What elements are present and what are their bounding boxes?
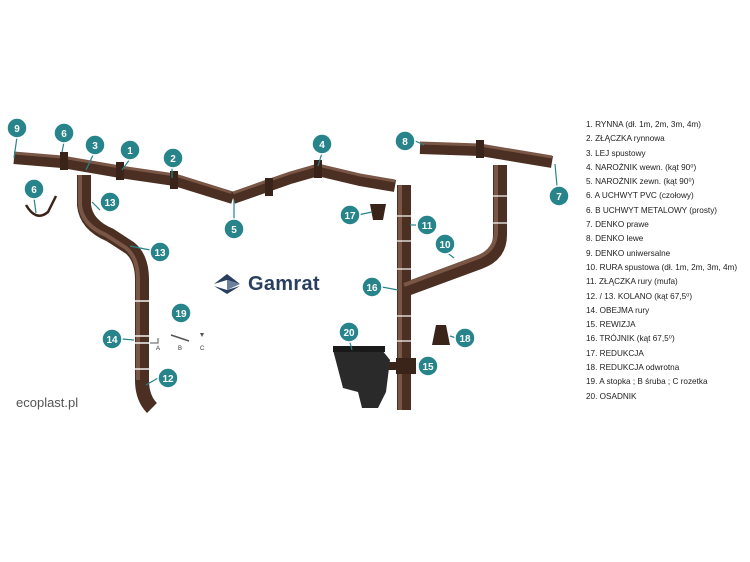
downpipe-center	[397, 185, 411, 410]
brand-name: Gamrat	[248, 272, 320, 295]
legend-item: 6. B UCHWYT METALOWY (prosty)	[586, 205, 718, 215]
callout-12-label: 12	[162, 374, 174, 385]
legend-item: 1. RYNNA (dł. 1m, 2m, 3m, 4m)	[586, 120, 701, 129]
legend-item: 12. / 13. KOLANO (kąt 67,5⁰)	[586, 291, 693, 301]
callout-11: 11	[416, 214, 438, 236]
callout-8-label: 8	[402, 137, 408, 148]
callout-19-label: 19	[175, 309, 187, 320]
callout-16: 16	[361, 276, 383, 298]
gutter-hook-6b	[24, 195, 58, 217]
legend-item: 16. TRÓJNIK (kąt 67,5⁰)	[586, 334, 675, 344]
revision-15	[388, 358, 416, 374]
callout-16-label: 16	[366, 283, 378, 294]
brand-logo: Gamrat	[212, 272, 320, 296]
legend-item: 10. RURA spustowa (dł. 1m, 2m, 3m, 4m)	[586, 262, 738, 272]
callout-6b: 6	[23, 178, 45, 200]
callout-18: 18	[454, 327, 476, 349]
callout-17-label: 17	[344, 211, 356, 222]
reduction-17	[370, 204, 386, 220]
callout-14-label: 14	[106, 335, 118, 346]
callout-13a: 13	[99, 191, 121, 213]
callout-10-label: 10	[439, 240, 451, 251]
callout-3-label: 3	[92, 141, 98, 152]
callout-13a-label: 13	[104, 198, 116, 209]
fastening-set-19: A B C	[150, 333, 205, 352]
callout-10: 10	[434, 233, 456, 255]
callout-1-label: 1	[127, 146, 133, 157]
legend-item: 20. OSADNIK	[586, 391, 637, 401]
legend-item: 2. ZŁĄCZKA rynnowa	[586, 134, 665, 144]
gutter-connectors	[60, 140, 484, 196]
callout-2: 2	[162, 147, 184, 169]
website-label: ecoplast.pl	[16, 395, 79, 410]
callout-7: 7	[548, 185, 570, 207]
parts-legend: 1. RYNNA (dł. 1m, 2m, 3m, 4m) 2. ZŁĄCZKA …	[586, 118, 748, 404]
downpipe-left	[77, 175, 158, 413]
callout-14: 14	[101, 328, 123, 350]
callout-9: 9	[6, 117, 28, 139]
callout-13b-label: 13	[154, 248, 166, 259]
callout-5-label: 5	[231, 225, 237, 236]
callout-19: 19	[170, 302, 192, 324]
pipe-joints-center	[395, 195, 509, 342]
callout-15-label: 15	[422, 362, 434, 373]
callout-6a-label: 6	[61, 129, 67, 140]
callout-4-label: 4	[319, 140, 325, 151]
callout-7-label: 7	[556, 192, 562, 203]
legend-item: 19. A stopka ; B śruba ; C rozetka	[586, 377, 708, 387]
legend-item: 8. DENKO lewe	[586, 234, 644, 244]
legend-item: 14. OBEJMA rury	[586, 305, 650, 315]
downpipe-branch	[401, 165, 507, 297]
reverse-reduction-18	[432, 325, 450, 345]
legend-item: 4. NAROŻNIK wewn. (kąt 90⁰)	[586, 162, 697, 172]
legend-item: 3. LEJ spustowy	[586, 148, 646, 158]
callout-4: 4	[311, 133, 333, 155]
callout-13b: 13	[149, 241, 171, 263]
callout-12: 12	[157, 367, 179, 389]
callout-9-label: 9	[14, 124, 20, 135]
gamrat-logo-icon	[214, 274, 240, 294]
legend-item: 15. REWIZJA	[586, 320, 636, 330]
callout-17: 17	[339, 204, 361, 226]
gutter-far-right	[419, 141, 553, 168]
legend-item: 6. A UCHWYT PVC (czołowy)	[586, 191, 694, 201]
legend-item: 5. NAROŻNIK zewn. (kąt 90⁰)	[586, 177, 695, 187]
fastening-a-label: A	[156, 346, 160, 352]
callout-8: 8	[394, 130, 416, 152]
fastening-c-label: C	[200, 346, 205, 352]
callout-15: 15	[417, 355, 439, 377]
callout-18-label: 18	[459, 334, 471, 345]
callout-6b-label: 6	[31, 185, 37, 196]
callout-1: 1	[119, 139, 141, 161]
callout-20-label: 20	[343, 328, 355, 339]
callout-6a: 6	[53, 122, 75, 144]
legend-item: 9. DENKO uniwersalne	[586, 248, 671, 258]
legend-item: 18. REDUKCJA odwrotna	[586, 363, 680, 373]
callout-2-label: 2	[170, 154, 176, 165]
callout-5: 5	[223, 218, 245, 240]
callout-3: 3	[84, 134, 106, 156]
callout-20: 20	[338, 321, 360, 343]
legend-item: 11. ZŁĄCZKA rury (mufa)	[586, 277, 678, 287]
settling-tank-20	[333, 346, 390, 408]
legend-item: 7. DENKO prawe	[586, 220, 649, 230]
pipe-clamps-left	[132, 300, 152, 370]
legend-item: 17. REDUKCJA	[586, 348, 644, 358]
fastening-b-label: B	[178, 346, 182, 352]
callout-11-label: 11	[422, 221, 433, 232]
